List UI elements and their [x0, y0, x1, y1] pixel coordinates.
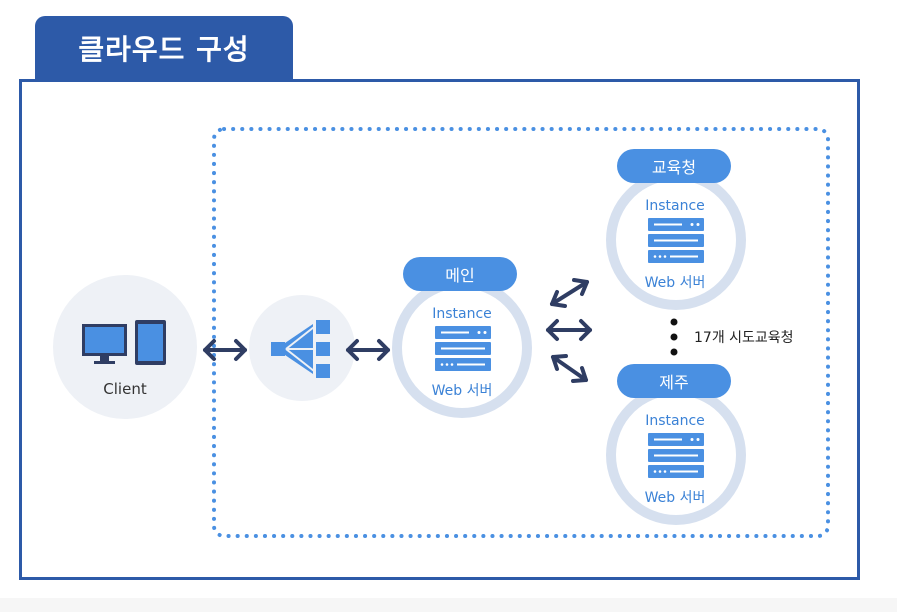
arrow-lb-main: [346, 339, 390, 361]
main-server-node: [392, 278, 532, 418]
main-badge: 메인: [403, 257, 517, 291]
edu-office-server-node: [606, 170, 746, 310]
tablet-icon: [135, 320, 166, 365]
jeju-badge: 제주: [617, 364, 731, 398]
jeju-server-node: [606, 385, 746, 525]
load-balancer-icon: [271, 320, 330, 378]
jeju-instance-label: Instance: [645, 413, 705, 429]
main-web-server-label: Web 서버: [431, 383, 493, 399]
arrow-main-edu: [550, 278, 589, 308]
client-label: Client: [103, 380, 147, 398]
jeju-web-server-label: Web 서버: [644, 490, 706, 506]
load-balancer-node: [249, 295, 355, 401]
edu-office-web-server-label: Web 서버: [644, 275, 706, 291]
ellipsis-dots: [670, 318, 678, 356]
ellipsis-note: 17개 시도교육청: [694, 330, 794, 346]
main-instance-label: Instance: [432, 306, 492, 322]
arrow-main-center: [546, 319, 592, 341]
cloud-boundary: [212, 127, 830, 538]
edu-office-instance-label: Instance: [645, 198, 705, 214]
edu-office-badge: 교육청: [617, 149, 731, 183]
client-node: [53, 275, 197, 419]
server-rack-icon: [647, 432, 705, 479]
arrow-main-jeju: [551, 354, 588, 383]
page-title: 클라우드 구성: [35, 16, 293, 80]
bottom-strip: [0, 598, 897, 612]
server-rack-icon: [434, 325, 492, 372]
server-rack-icon: [647, 217, 705, 264]
arrow-client-lb: [203, 339, 247, 361]
desktop-monitor-icon: [82, 324, 127, 364]
